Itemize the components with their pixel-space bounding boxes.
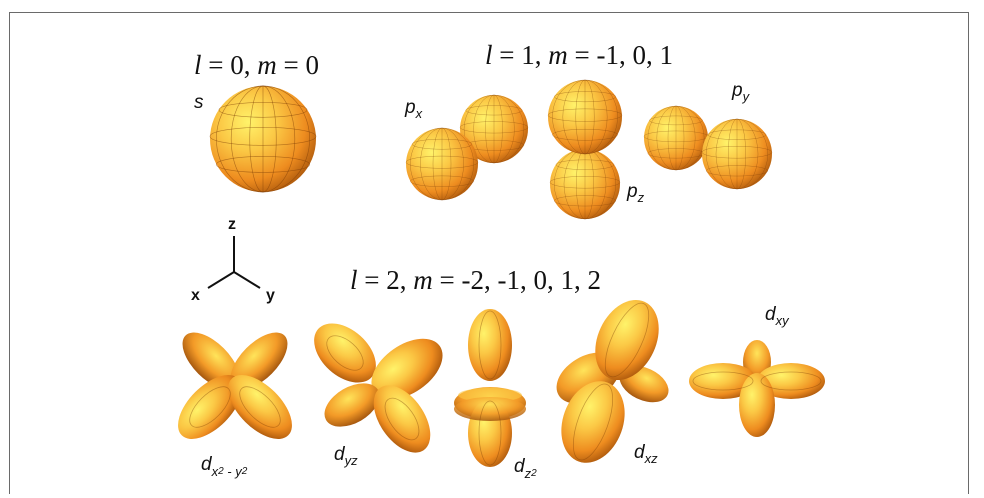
label-s: s [194, 92, 204, 113]
axis-label-z: z [228, 216, 236, 233]
label-dxz: dxz [634, 442, 658, 466]
px-orbital [405, 94, 529, 201]
label-dx2y2: dx2 - y2 [201, 454, 248, 479]
label-dz2: dz2 [514, 456, 537, 481]
dz2-orbital [454, 309, 526, 467]
axis-label-y: y [266, 287, 275, 304]
title-l1: l = 1, m = -1, 0, 1 [485, 40, 673, 70]
label-px: px [405, 97, 423, 121]
dx2y2-orbital [178, 332, 292, 439]
label-pz: pz [627, 181, 645, 205]
label-py: py [732, 80, 750, 104]
dxz-orbital [556, 300, 669, 463]
label-dyz: dyz [334, 444, 358, 468]
label-dxy: dxy [765, 304, 789, 328]
dyz-orbital [314, 323, 443, 453]
s-orbital [209, 85, 317, 193]
axis-label-x: x [191, 287, 200, 304]
title-l2: l = 2, m = -2, -1, 0, 1, 2 [350, 265, 601, 295]
py-orbital [643, 105, 773, 190]
dxy-orbital [689, 340, 825, 437]
title-l0: l = 0, m = 0 [194, 50, 319, 80]
axes-indicator [207, 236, 261, 289]
pz-orbital [547, 79, 623, 220]
